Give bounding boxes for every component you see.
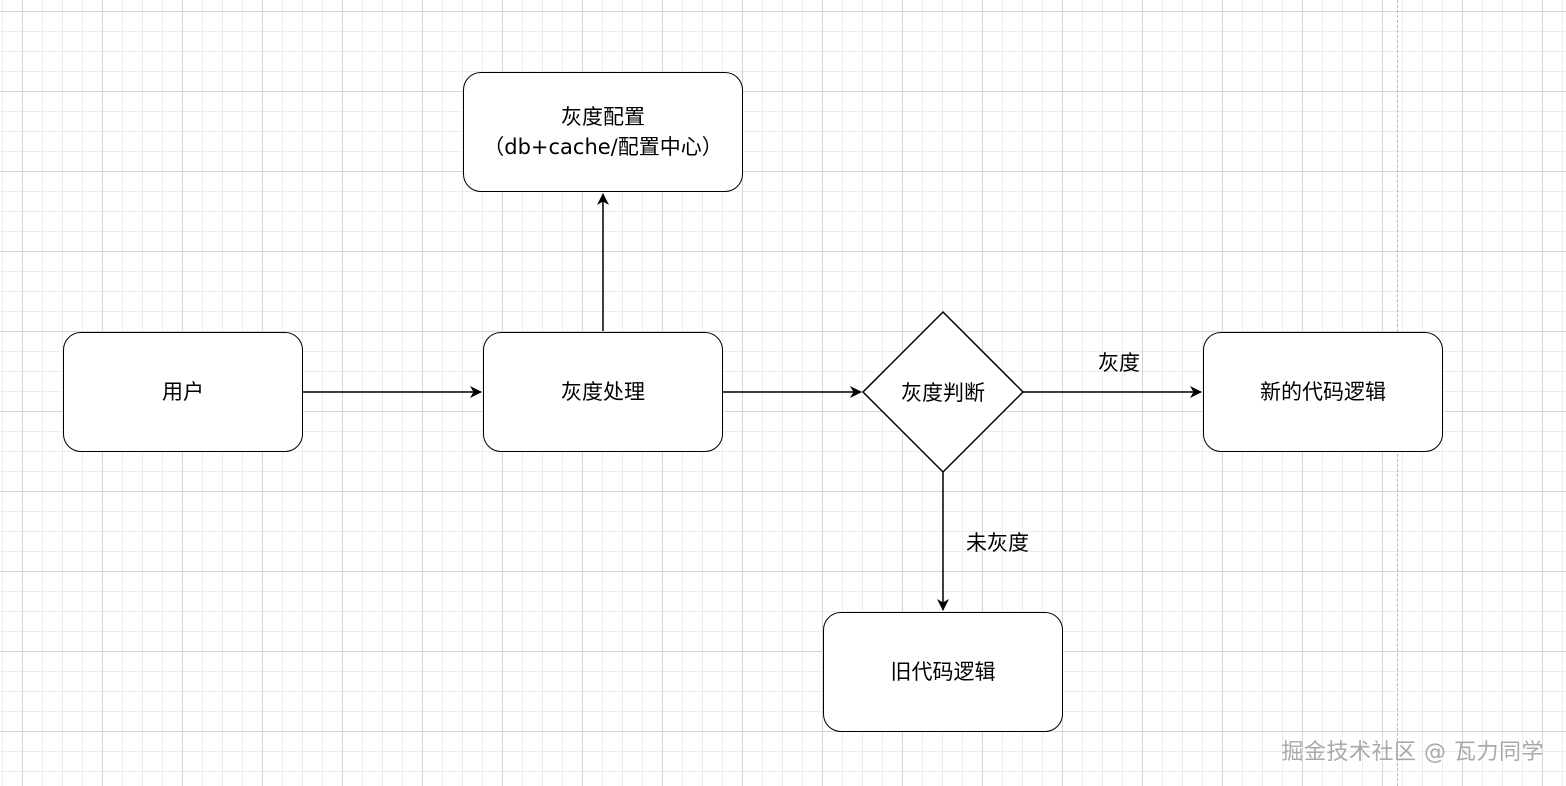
node-gray-process-label: 灰度处理 — [561, 379, 645, 404]
node-user[interactable]: 用户 — [63, 332, 303, 452]
node-gray-process[interactable]: 灰度处理 — [483, 332, 723, 452]
node-old-logic-label: 旧代码逻辑 — [890, 659, 996, 684]
gray-decision-diamond[interactable] — [861, 310, 1025, 474]
node-user-label: 用户 — [162, 379, 204, 404]
watermark-text: 掘金技术社区 @ 瓦力同学 — [1281, 740, 1544, 765]
node-gray-config-label: 灰度配置 （db+cache/配置中心） — [483, 104, 723, 159]
node-old-logic[interactable]: 旧代码逻辑 — [823, 612, 1063, 732]
node-gray-decision-label: 灰度判断 — [901, 381, 985, 405]
node-new-logic-label: 新的代码逻辑 — [1260, 379, 1386, 404]
edge-label-gray: 灰度 — [1098, 351, 1140, 375]
node-gray-config[interactable]: 灰度配置 （db+cache/配置中心） — [463, 72, 743, 192]
node-new-logic[interactable]: 新的代码逻辑 — [1203, 332, 1443, 452]
edge-label-not-gray: 未灰度 — [966, 531, 1029, 555]
